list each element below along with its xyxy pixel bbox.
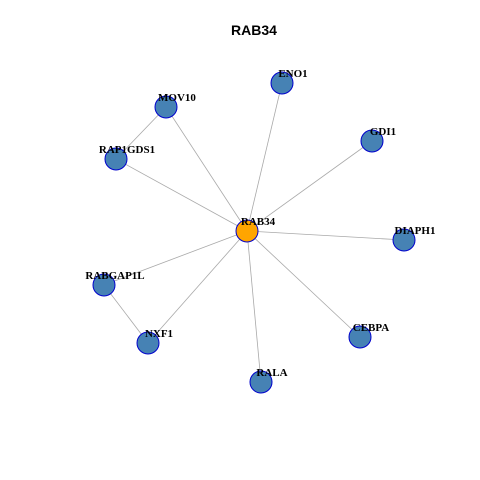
node-diaph1 [392,228,416,252]
node-rala [249,370,273,394]
edge-rab34-rala [246,230,262,383]
node-label-rab34: RAB34 [241,216,276,228]
labels-layer: RAB34 ENO1MOV10GDI1RAP1GDS1DIAPH1RABGAP1L… [85,68,435,379]
node-label-nxf1: NXF1 [145,328,173,340]
edge-rab34-nxf1 [147,230,248,344]
node-label-cebpa: CEBPA [353,322,390,334]
node-label-mov10: MOV10 [158,92,196,104]
node-rab34 [235,219,259,243]
edge-rab34-cebpa [246,230,361,338]
edge-rab34-rap1gds1 [115,158,248,232]
node-mov10 [154,95,178,119]
edge-rab34-diaph1 [246,230,405,241]
node-label-gdi1: GDI1 [370,126,396,138]
nodes-layer [92,71,416,394]
node-label-diaph1: DIAPH1 [395,225,436,237]
node-rap1gds1 [104,147,128,171]
edge-rab34-rabgap1l [103,230,248,286]
node-gdi1 [360,129,384,153]
node-label-eno1: ENO1 [278,68,307,80]
edge-mov10-rap1gds1 [115,106,167,160]
node-label-rala: RALA [256,367,287,379]
node-label-rap1gds1: RAP1GDS1 [99,144,155,156]
node-rabgap1l [92,273,116,297]
edge-rab34-mov10 [165,106,248,232]
edge-rab34-gdi1 [246,140,373,232]
edges-layer [103,82,405,383]
node-nxf1 [136,331,160,355]
node-label-rabgap1l: RABGAP1L [85,270,144,282]
diagram-title: RAB34 [231,22,277,38]
edge-rabgap1l-nxf1 [103,284,149,344]
node-eno1 [270,71,294,95]
node-cebpa [348,325,372,349]
edge-rab34-eno1 [246,82,283,232]
